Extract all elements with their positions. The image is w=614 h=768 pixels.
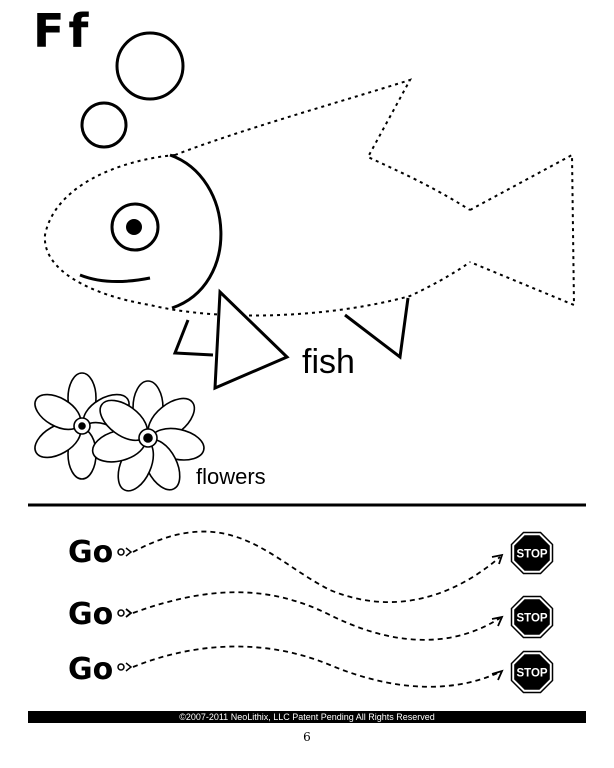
stop-sign-label: STOP (516, 549, 547, 561)
fish-tail-outline (469, 153, 576, 307)
go-label: Go (68, 652, 114, 687)
fish-body-outline (43, 154, 471, 317)
stop-sign-icon: STOP (510, 531, 554, 575)
tracing-path-3 (117, 645, 504, 688)
front-flower (91, 380, 205, 492)
tracing-path-1 (117, 530, 504, 603)
page-number: 6 (303, 730, 311, 744)
large-bubble (115, 31, 185, 101)
fish-gill (169, 153, 223, 310)
small-bubble (80, 101, 128, 149)
fish-pectoral-fin (213, 288, 290, 391)
stop-sign-label: STOP (516, 668, 547, 680)
tracing-path-2 (117, 591, 504, 641)
arrow-start-icon (117, 662, 133, 672)
word-flowers-label: flowers (196, 464, 266, 489)
stop-sign-label: STOP (516, 613, 547, 625)
bubbles-illustration (80, 31, 185, 149)
fish-anal-fin (344, 297, 410, 360)
flowers-illustration (34, 372, 205, 492)
fish-pupil (126, 219, 142, 235)
go-label: Go (68, 597, 114, 632)
fish-pelvic-fin (172, 319, 214, 357)
arrow-start-icon (117, 547, 133, 557)
stop-sign-icon: STOP (510, 595, 554, 639)
arrow-start-icon (117, 608, 133, 618)
stop-sign-icon: STOP (510, 650, 554, 694)
fish-dorsal-outline (174, 78, 471, 211)
copyright-footer: ©2007-2011 NeoLithix, LLC Patent Pending… (28, 711, 586, 723)
fish-mouth (79, 273, 151, 283)
word-fish-label: fish (302, 343, 355, 381)
letter-title: Ff (33, 4, 93, 58)
go-label: Go (68, 535, 114, 570)
fish-illustration (43, 78, 576, 391)
